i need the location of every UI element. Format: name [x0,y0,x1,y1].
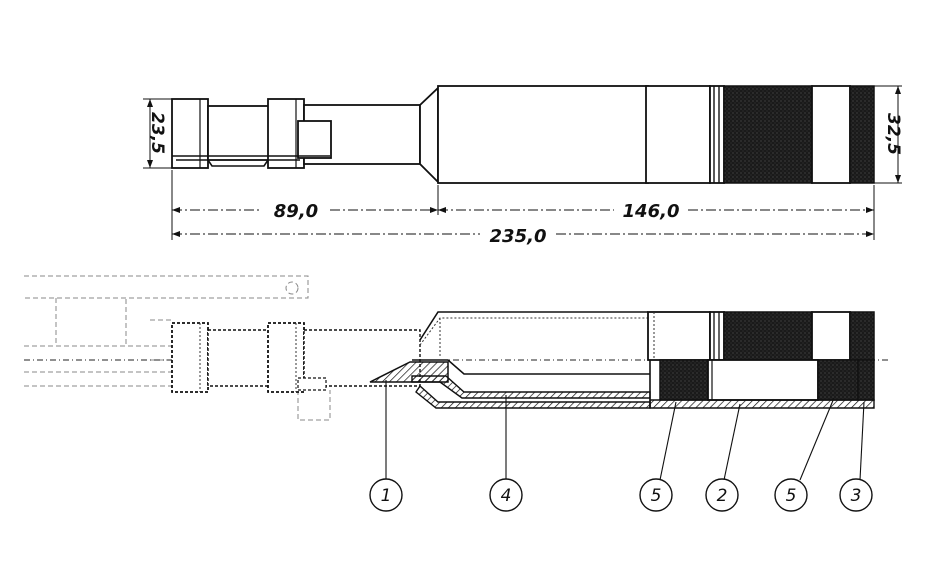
section-upper-ring [647,311,711,361]
top-knurled-band [723,85,813,184]
top-taper [419,85,439,185]
top-end-band [849,85,875,184]
top-ring [645,85,711,184]
callout-1: 1 [369,478,403,512]
dim-left-height-label: 23,5 [147,112,167,154]
callout-5-right: 5 [774,478,808,512]
dim-overall-length-label: 235,0 [490,226,547,247]
section-upper-end [849,311,875,361]
part-5-packing-left [659,359,709,401]
top-white-band [811,85,851,184]
section-upper-shell [419,311,648,341]
dim-right-height-label: 32,5 [883,113,903,155]
callout-5-left: 5 [639,478,673,512]
section-upper-white [811,311,851,361]
part-4-sleeve [411,375,651,399]
part-5-packing-right [817,359,859,401]
part-3-end-plug [857,359,875,401]
section-view: 1 4 5 2 5 3 [24,275,890,512]
top-stem-key [297,120,332,159]
top-neck [207,105,271,161]
section-left-cap [171,322,209,393]
top-band [709,85,725,184]
dim-overall-length: 235,0 [172,226,874,247]
dim-left-height: 23,5 [143,98,172,169]
dim-segment-left: 89,0 [172,201,438,222]
callout-5-right-label: 5 [786,486,797,506]
part-2-chamber [707,359,819,401]
leader-lines [385,380,865,481]
dim-segment-right: 146,0 [438,201,874,222]
callout-4-label: 4 [501,486,512,506]
callout-3: 3 [839,478,873,512]
callout-2-label: 2 [717,486,728,506]
callout-3-label: 3 [851,486,862,506]
top-left-end-cap [171,98,209,169]
section-upper-knurl [723,311,813,361]
callout-2: 2 [705,478,739,512]
section-upper-band [709,311,725,361]
callout-4: 4 [489,478,523,512]
dim-segment-left-label: 89,0 [274,201,318,222]
dim-right-height: 32,5 [874,85,903,184]
dim-segment-right-label: 146,0 [623,201,680,222]
callout-5-left-label: 5 [651,486,662,506]
top-view: 23,5 32,5 89,0 146,0 [143,85,903,247]
section-neck [207,329,271,387]
top-main-body [437,85,649,184]
callout-1-label: 1 [381,486,392,506]
section-stem-key [297,377,327,391]
section-bottom-wall [649,399,875,409]
